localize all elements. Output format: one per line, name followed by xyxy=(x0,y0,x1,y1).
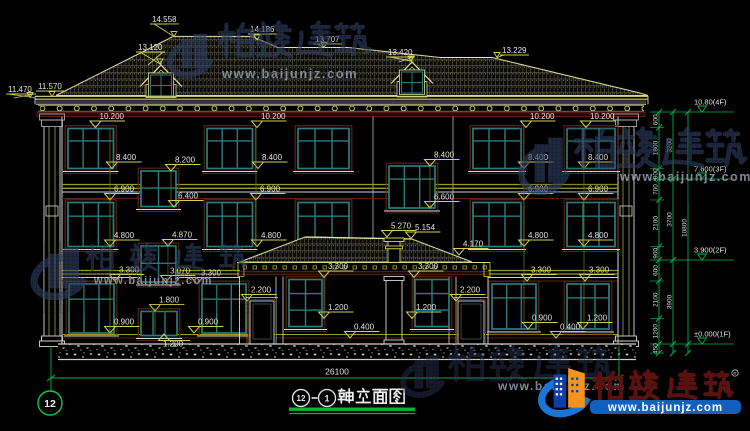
svg-text:0.900: 0.900 xyxy=(114,318,135,327)
svg-text:2.200: 2.200 xyxy=(251,286,272,295)
svg-text:4.800: 4.800 xyxy=(114,231,135,240)
svg-text:2.200: 2.200 xyxy=(460,286,481,295)
svg-text:4.870: 4.870 xyxy=(172,231,193,240)
svg-text:6.600: 6.600 xyxy=(434,193,455,202)
svg-text:13.229: 13.229 xyxy=(502,46,527,55)
svg-text:www.baijunjz.com: www.baijunjz.com xyxy=(607,402,723,414)
svg-text:1.200: 1.200 xyxy=(328,303,349,312)
svg-text:14.558: 14.558 xyxy=(152,15,177,24)
svg-text:4.800: 4.800 xyxy=(528,231,549,240)
svg-text:3900: 3900 xyxy=(667,294,674,309)
svg-text:600: 600 xyxy=(653,265,660,276)
svg-text:13.420: 13.420 xyxy=(388,48,413,57)
svg-text:600: 600 xyxy=(653,114,660,125)
svg-text:2100: 2100 xyxy=(653,216,660,231)
svg-text:11.570: 11.570 xyxy=(38,82,62,91)
svg-text:10.200: 10.200 xyxy=(530,112,555,121)
svg-text:10.200: 10.200 xyxy=(100,112,125,121)
svg-text:0.400: 0.400 xyxy=(354,323,375,332)
svg-text:2100: 2100 xyxy=(653,292,660,307)
svg-text:3.300: 3.300 xyxy=(531,266,552,275)
svg-text:3.300: 3.300 xyxy=(418,262,439,271)
svg-text:4.800: 4.800 xyxy=(588,231,609,240)
svg-text:10.200: 10.200 xyxy=(261,112,286,121)
svg-text:3.300: 3.300 xyxy=(328,262,349,271)
svg-text:R: R xyxy=(733,371,737,376)
svg-text:1.200: 1.200 xyxy=(587,314,608,323)
svg-text:12: 12 xyxy=(297,394,306,403)
svg-text:26100: 26100 xyxy=(325,367,349,377)
svg-text:8.400: 8.400 xyxy=(434,151,455,160)
svg-text:10.80(4F): 10.80(4F) xyxy=(694,98,727,107)
svg-text:13.120: 13.120 xyxy=(138,43,163,52)
svg-text:1200: 1200 xyxy=(653,324,660,339)
svg-text:0.900: 0.900 xyxy=(532,314,553,323)
svg-text:0.900: 0.900 xyxy=(198,318,219,327)
svg-text:±0.000(1F): ±0.000(1F) xyxy=(694,330,731,339)
svg-text:6.900: 6.900 xyxy=(114,185,135,194)
svg-text:4.800: 4.800 xyxy=(261,231,282,240)
svg-text:3.900(2F): 3.900(2F) xyxy=(694,246,727,255)
svg-text:1: 1 xyxy=(324,394,329,404)
svg-text:4.170: 4.170 xyxy=(463,240,484,249)
svg-text:8.400: 8.400 xyxy=(262,153,283,162)
svg-text:12: 12 xyxy=(44,398,56,410)
svg-text:6.400: 6.400 xyxy=(178,192,199,201)
svg-text:10800: 10800 xyxy=(682,219,689,237)
svg-text:1.200: 1.200 xyxy=(163,340,184,349)
svg-text:900: 900 xyxy=(653,247,660,258)
svg-text:0.400: 0.400 xyxy=(560,323,581,332)
svg-text:5.154: 5.154 xyxy=(415,223,436,232)
svg-text:450: 450 xyxy=(653,343,660,354)
svg-text:5.270: 5.270 xyxy=(391,222,412,231)
svg-text:6.900: 6.900 xyxy=(260,185,281,194)
svg-text:11.470: 11.470 xyxy=(8,85,32,94)
svg-text:3700: 3700 xyxy=(667,212,674,227)
svg-text:1.200: 1.200 xyxy=(416,303,437,312)
svg-text:10.200: 10.200 xyxy=(590,112,615,121)
svg-text:8.400: 8.400 xyxy=(116,153,137,162)
svg-text:3.300: 3.300 xyxy=(589,266,610,275)
svg-text:8.200: 8.200 xyxy=(175,156,196,165)
